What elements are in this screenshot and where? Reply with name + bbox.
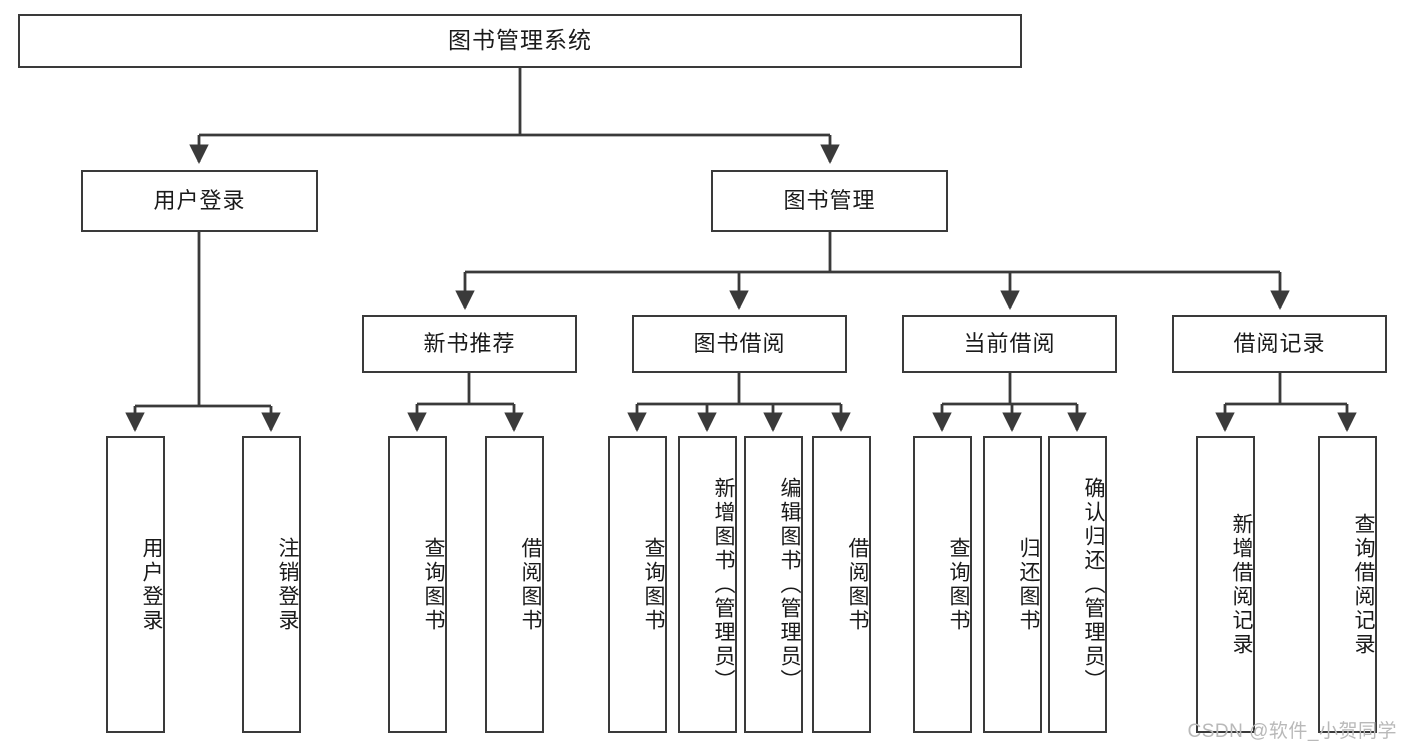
node-book-management[interactable]: 图书管理 (711, 170, 948, 232)
leaf-borrow-add-book-admin[interactable]: 新增图书（管理员） (678, 436, 737, 733)
leaf-record-add-borrow-record-label: 新增借阅记录 (1230, 512, 1253, 657)
leaf-recommend-borrow-book[interactable]: 借阅图书 (485, 436, 544, 733)
leaf-borrow-query-book[interactable]: 查询图书 (608, 436, 667, 733)
leaf-record-query-borrow-record[interactable]: 查询借阅记录 (1318, 436, 1377, 733)
leaf-user-login-signin-label: 用户登录 (140, 536, 163, 633)
leaf-borrow-edit-book-admin[interactable]: 编辑图书（管理员） (744, 436, 803, 733)
leaf-current-return-book[interactable]: 归还图书 (983, 436, 1042, 733)
node-book-management-label: 图书管理 (783, 187, 876, 213)
node-current-borrow-label: 当前借阅 (963, 330, 1056, 356)
leaf-current-query-book[interactable]: 查询图书 (913, 436, 972, 733)
node-user-login[interactable]: 用户登录 (81, 170, 318, 232)
leaf-user-login-signout[interactable]: 注销登录 (242, 436, 301, 733)
node-new-book-recommend-label: 新书推荐 (423, 330, 516, 356)
leaf-borrow-edit-book-admin-label: 编辑图书（管理员） (778, 476, 801, 693)
leaf-borrow-borrow-book-label: 借阅图书 (846, 536, 869, 633)
node-borrow-record[interactable]: 借阅记录 (1172, 315, 1387, 373)
leaf-record-query-borrow-record-label: 查询借阅记录 (1352, 512, 1375, 657)
leaf-user-login-signout-label: 注销登录 (276, 536, 299, 633)
node-book-borrow-label: 图书借阅 (693, 330, 786, 356)
leaf-user-login-signin[interactable]: 用户登录 (106, 436, 165, 733)
node-book-borrow[interactable]: 图书借阅 (632, 315, 847, 373)
leaf-recommend-borrow-book-label: 借阅图书 (519, 536, 542, 633)
watermark-text: CSDN @软件_小贺同学 (1187, 721, 1397, 742)
node-root-system[interactable]: 图书管理系统 (18, 14, 1022, 68)
leaf-borrow-query-book-label: 查询图书 (642, 536, 665, 633)
node-current-borrow[interactable]: 当前借阅 (902, 315, 1117, 373)
leaf-recommend-query-book-label: 查询图书 (422, 536, 445, 633)
leaf-current-query-book-label: 查询图书 (947, 536, 970, 633)
node-user-login-label: 用户登录 (153, 187, 246, 213)
node-new-book-recommend[interactable]: 新书推荐 (362, 315, 577, 373)
leaf-recommend-query-book[interactable]: 查询图书 (388, 436, 447, 733)
leaf-record-add-borrow-record[interactable]: 新增借阅记录 (1196, 436, 1255, 733)
node-borrow-record-label: 借阅记录 (1233, 330, 1326, 356)
leaf-borrow-add-book-admin-label: 新增图书（管理员） (712, 476, 735, 693)
leaf-current-return-book-label: 归还图书 (1017, 536, 1040, 633)
leaf-current-confirm-return-admin-label: 确认归还（管理员） (1082, 476, 1105, 693)
leaf-borrow-borrow-book[interactable]: 借阅图书 (812, 436, 871, 733)
leaf-current-confirm-return-admin[interactable]: 确认归还（管理员） (1048, 436, 1107, 733)
node-root-system-label: 图书管理系统 (448, 27, 592, 54)
